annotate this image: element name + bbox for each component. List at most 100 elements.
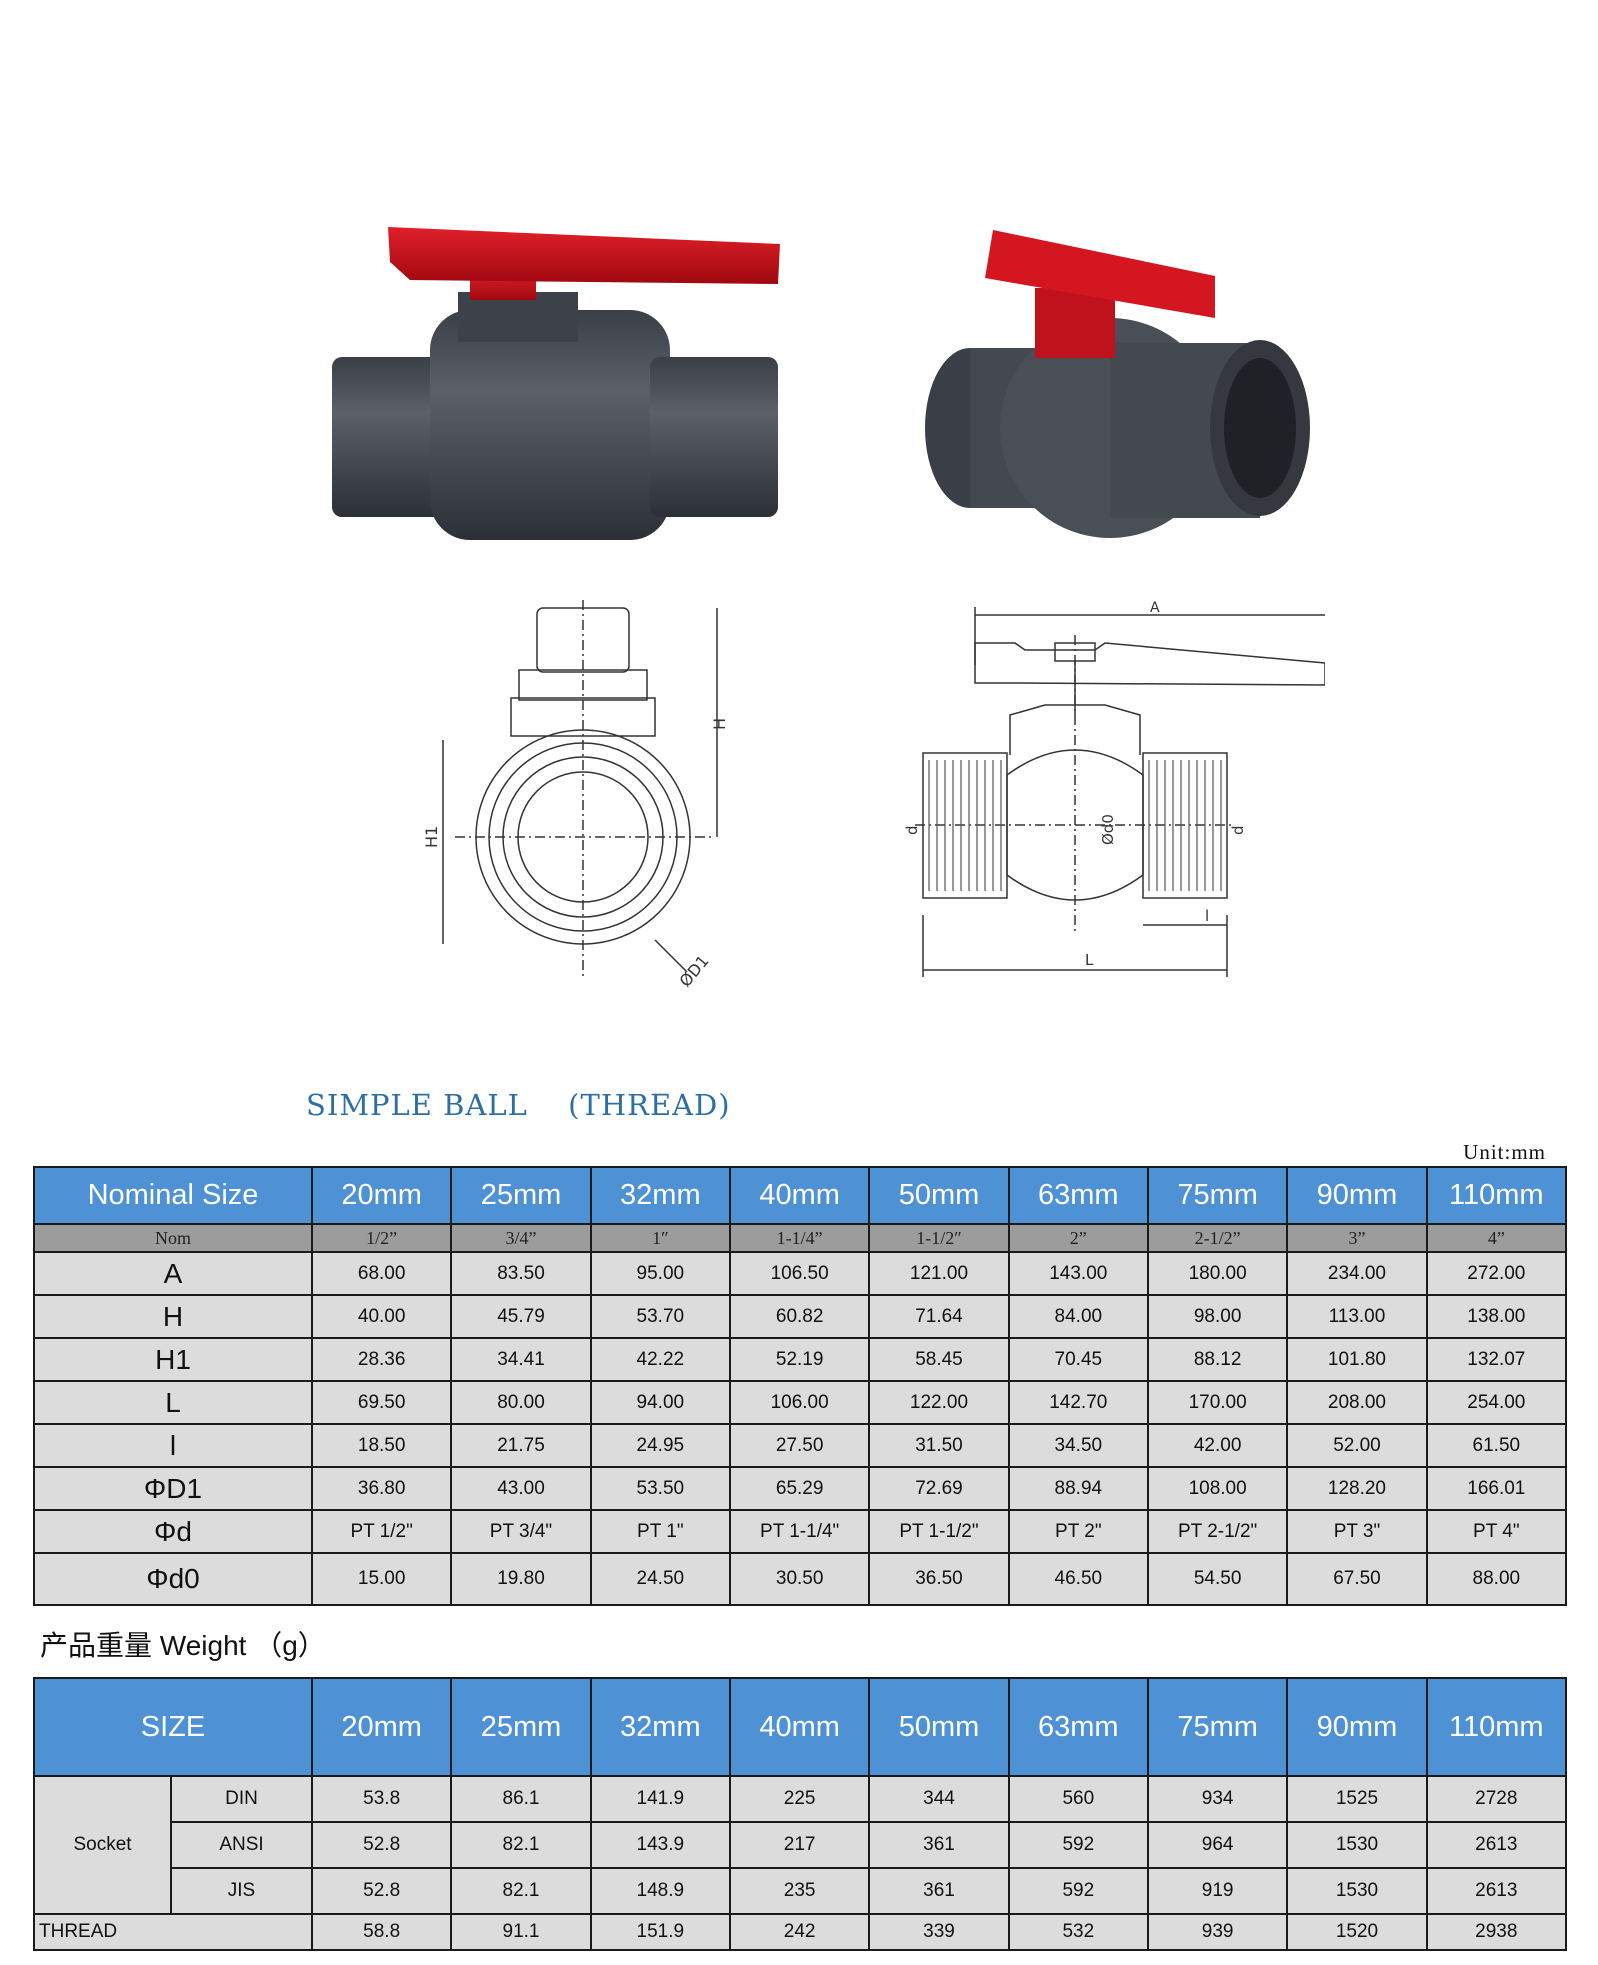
header-size: 63mm [1007,1166,1149,1225]
ball-valve-photo-angled [925,230,1310,538]
table-cell: 170.00 [1146,1380,1289,1425]
table-cell: 88.94 [1007,1466,1149,1511]
table-row: ΦD1 36.80 43.00 53.50 65.29 72.69 88.94 … [33,1466,1568,1511]
row-label: L [33,1380,313,1425]
nom-cell: 1/2” [310,1223,453,1253]
table-cell: PT 1/2" [310,1509,453,1554]
product-title: SIMPLE BALL (THREAD) [306,1088,731,1122]
table-cell: 42.00 [1146,1423,1289,1468]
table-cell: 180.00 [1146,1251,1289,1296]
dim-label-H: H [710,718,729,730]
table-cell: 61.50 [1425,1423,1568,1468]
table-cell: 95.00 [589,1251,731,1296]
table-cell: 54.50 [1146,1552,1289,1606]
table-cell: 52.8 [310,1821,453,1869]
header-size: 50mm [868,1166,1010,1225]
dim-label-A: A [1150,600,1160,616]
table-cell: 361 [868,1867,1010,1915]
nom-cell: 1″ [589,1223,731,1253]
table-cell: 532 [1007,1913,1149,1951]
unit-label: Unit:mm [1463,1140,1546,1164]
table-cell: PT 1-1/2" [868,1509,1010,1554]
table-cell: 138.00 [1425,1294,1568,1339]
front-view-drawing: H H1 ØD1 [425,600,729,991]
table-cell: 27.50 [728,1423,871,1468]
dim-label-d0: Ød0 [1099,814,1117,845]
table-cell: PT 1-1/4" [728,1509,871,1554]
table-cell: 71.64 [868,1294,1010,1339]
header-size: 50mm [868,1677,1010,1777]
table-cell: 2613 [1425,1867,1568,1915]
table-cell: 151.9 [589,1913,731,1951]
table-cell: 98.00 [1146,1294,1289,1339]
table-cell: 34.41 [450,1337,592,1382]
header-size: 32mm [589,1166,731,1225]
table-cell: 234.00 [1286,1251,1428,1296]
weight-title: 产品重量 Weight （g） [40,1630,326,1661]
table-cell: 964 [1146,1821,1289,1869]
ball-valve-photo-side [332,227,780,540]
header-size: 75mm [1146,1677,1289,1777]
table-cell: 52.8 [310,1867,453,1915]
spec-header-row: Nominal Size 20mm 25mm 32mm 40mm 50mm 63… [33,1166,1568,1225]
header-size: 40mm [728,1166,871,1225]
table-cell: 46.50 [1007,1552,1149,1606]
table-row: Φd0 15.00 19.80 24.50 30.50 36.50 46.50 … [33,1552,1568,1606]
table-cell: 82.1 [450,1867,592,1915]
table-cell: 82.1 [450,1821,592,1869]
dim-label-d-right: d [1229,825,1247,835]
table-cell: 88.12 [1146,1337,1289,1382]
table-row: THREAD 58.8 91.1 151.9 242 339 532 939 1… [33,1913,1568,1951]
table-cell: 132.07 [1425,1337,1568,1382]
table-cell: 60.82 [728,1294,871,1339]
nom-cell: 1-1/2″ [868,1223,1010,1253]
table-cell: 31.50 [868,1423,1010,1468]
table-cell: 143.00 [1007,1251,1149,1296]
table-cell: 68.00 [310,1251,453,1296]
nom-cell: 3” [1286,1223,1428,1253]
dim-label-l: l [1205,907,1209,925]
row-label: ANSI [170,1821,313,1869]
table-cell: 58.45 [868,1337,1010,1382]
table-cell: 18.50 [310,1423,453,1468]
table-cell: 58.8 [310,1913,453,1951]
table-cell: 1530 [1286,1821,1428,1869]
header-size: 20mm [310,1166,453,1225]
table-cell: 339 [868,1913,1010,1951]
table-cell: 1520 [1286,1913,1428,1951]
table-cell: 560 [1007,1775,1149,1823]
weight-table: SIZE 20mm 25mm 32mm 40mm 50mm 63mm 75mm … [33,1677,1568,1951]
table-cell: 2938 [1425,1913,1568,1951]
table-cell: 217 [728,1821,871,1869]
table-cell: PT 2-1/2" [1146,1509,1289,1554]
table-cell: 919 [1146,1867,1289,1915]
nom-row: Nom 1/2” 3/4” 1″ 1-1/4” 1-1/2″ 2” 2-1/2”… [33,1223,1568,1253]
table-cell: 94.00 [589,1380,731,1425]
header-size: 25mm [450,1166,592,1225]
table-cell: 52.00 [1286,1423,1428,1468]
table-cell: 84.00 [1007,1294,1149,1339]
table-cell: 101.80 [1286,1337,1428,1382]
table-cell: 272.00 [1425,1251,1568,1296]
table-cell: 148.9 [589,1867,731,1915]
nom-cell: 2” [1007,1223,1149,1253]
section-view-drawing: A d d Ød0 L l [905,600,1325,977]
table-cell: 24.50 [589,1552,731,1606]
table-cell: 122.00 [868,1380,1010,1425]
nom-cell: 1-1/4” [728,1223,871,1253]
table-cell: 24.95 [589,1423,731,1468]
table-cell: 143.9 [589,1821,731,1869]
table-cell: 361 [868,1821,1010,1869]
table-cell: 108.00 [1146,1466,1289,1511]
table-cell: 113.00 [1286,1294,1428,1339]
table-cell: 242 [728,1913,871,1951]
table-cell: 235 [728,1867,871,1915]
row-label: l [33,1423,313,1468]
table-row: L 69.50 80.00 94.00 106.00 122.00 142.70… [33,1380,1568,1425]
table-cell: 2613 [1425,1821,1568,1869]
table-cell: 42.22 [589,1337,731,1382]
table-cell: PT 1" [589,1509,731,1554]
nom-cell: 4” [1425,1223,1568,1253]
table-cell: 30.50 [728,1552,871,1606]
table-cell: 45.79 [450,1294,592,1339]
